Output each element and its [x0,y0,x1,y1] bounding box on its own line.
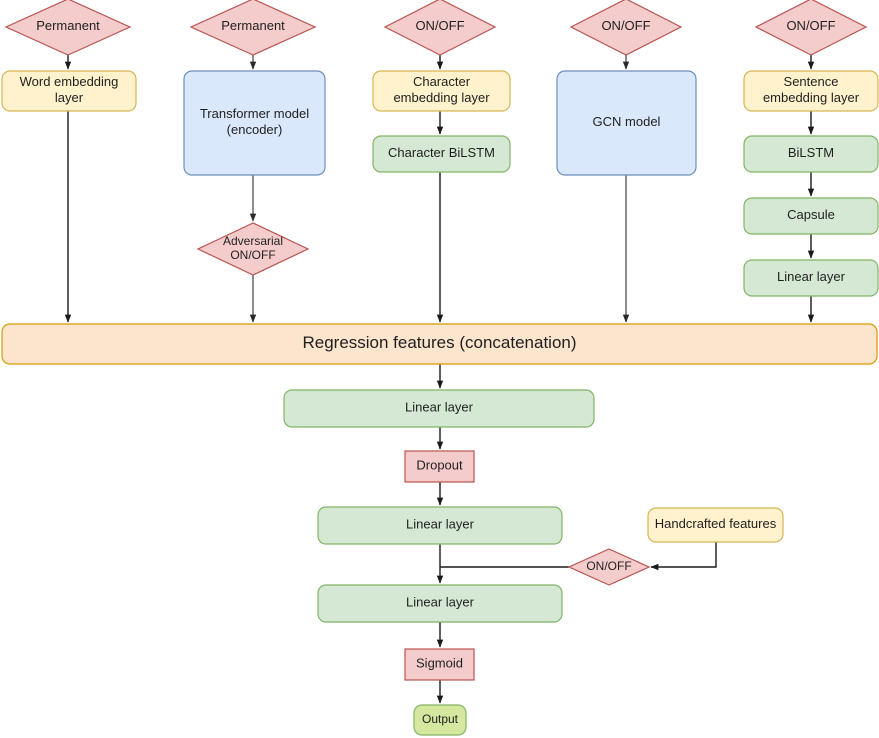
node-gcn[interactable]: GCN model [556,70,697,176]
node-shape-handcrafted [647,507,784,543]
node-shape-linear-1 [283,389,595,428]
node-shape-gate-adversarial [196,222,310,276]
node-sent-linear[interactable]: Linear layer [743,259,879,297]
node-shape-char-embedding [372,70,511,112]
node-shape-gate-sentence [754,0,868,56]
node-shape-dropout [404,450,475,483]
node-regression[interactable]: Regression features (concatenation) [1,323,878,365]
node-shape-char-bilstm [372,135,511,173]
node-shape-regression [1,323,878,365]
node-gate-handcrafted[interactable]: ON/OFF [567,548,651,586]
node-gate-transformer[interactable]: Permanent [189,0,317,56]
node-linear-2[interactable]: Linear layer [317,506,563,545]
node-shape-gate-gcn [569,0,683,56]
node-gate-char[interactable]: ON/OFF [383,0,497,56]
node-linear-3[interactable]: Linear layer [317,584,563,623]
node-shape-sigmoid [404,648,475,681]
edges-layer [64,55,815,704]
node-shape-linear-2 [317,506,563,545]
node-linear-1[interactable]: Linear layer [283,389,595,428]
node-char-bilstm[interactable]: Character BiLSTM [372,135,511,173]
node-gate-sentence[interactable]: ON/OFF [754,0,868,56]
node-shape-gate-handcrafted [567,548,651,586]
node-capsule[interactable]: Capsule [743,197,879,235]
node-shape-sent-bilstm [743,135,879,173]
node-shape-gate-transformer [189,0,317,56]
node-shape-output [413,704,467,736]
node-shape-gate-char [383,0,497,56]
node-handcrafted[interactable]: Handcrafted features [647,507,784,543]
node-transformer[interactable]: Transformer model(encoder) [183,70,326,176]
node-dropout[interactable]: Dropout [404,450,475,483]
node-shape-word-embedding [1,70,137,112]
node-shape-gcn [556,70,697,176]
node-shape-transformer [183,70,326,176]
node-output[interactable]: Output [413,704,467,736]
node-sent-bilstm[interactable]: BiLSTM [743,135,879,173]
node-shape-sent-embedding [743,70,879,112]
node-sigmoid[interactable]: Sigmoid [404,648,475,681]
node-shape-gate-word [4,0,132,56]
node-gate-gcn[interactable]: ON/OFF [569,0,683,56]
edge-handcrafted-to-gate-handcrafted [650,542,717,571]
node-shape-capsule [743,197,879,235]
node-gate-word[interactable]: Permanent [4,0,132,56]
node-shape-sent-linear [743,259,879,297]
node-shape-linear-3 [317,584,563,623]
